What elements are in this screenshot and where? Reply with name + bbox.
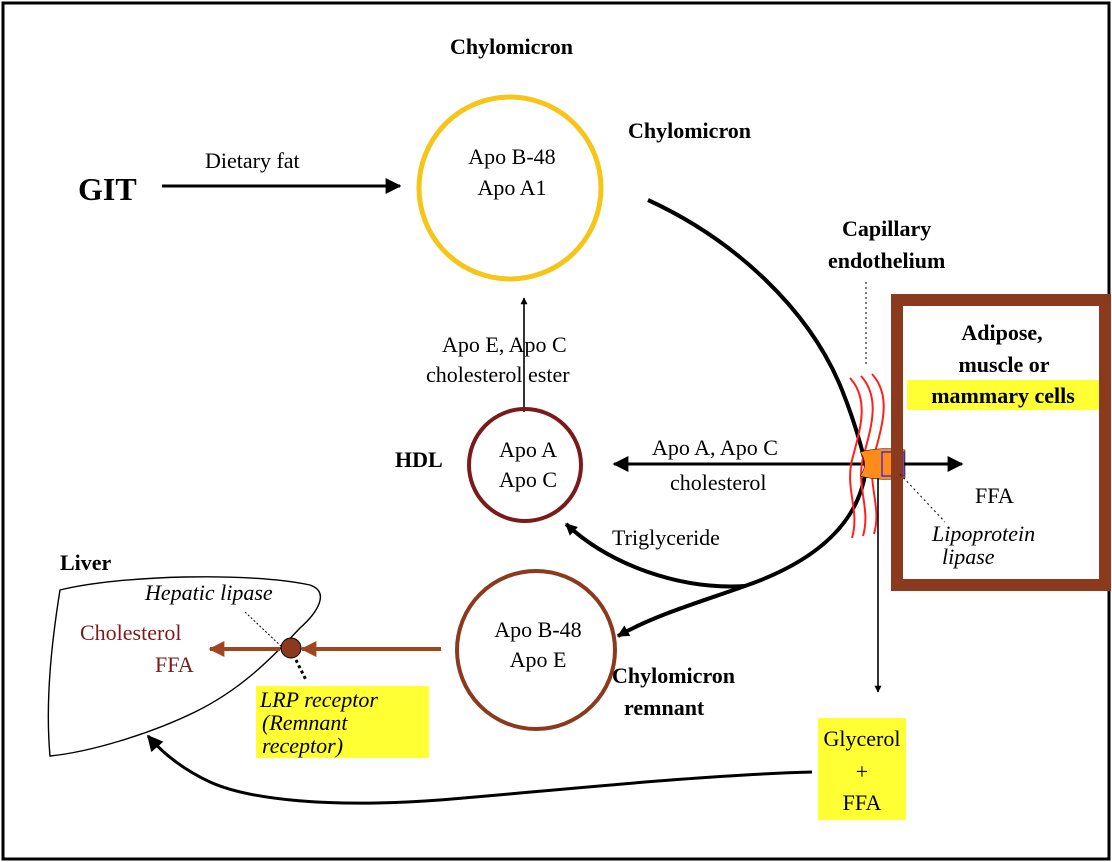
- glycerol-to-liver-arrow: [146, 734, 813, 805]
- lrp-highlight: [256, 686, 429, 758]
- lipoprotein-lipase-line1: Lipoprotein: [931, 521, 1035, 546]
- liver-label: Liver: [60, 550, 112, 575]
- triglyceride-curve: [564, 522, 746, 589]
- hdl-apo-a: Apo A: [499, 437, 557, 462]
- capillary-label-line1: Capillary: [842, 216, 931, 241]
- lrp-label-line2: (Remnant: [262, 710, 348, 735]
- hepatic-lipase-label: Hepatic lipase: [144, 580, 273, 605]
- ffa-cells-label: FFA: [975, 483, 1014, 508]
- cells-label-line2: muscle or: [958, 352, 1049, 377]
- remnant-label-line1: Chylomicron: [612, 663, 735, 688]
- glycerol-label: Glycerol: [824, 726, 901, 751]
- apo-a-apo-c-label: Apo A, Apo C: [652, 435, 778, 460]
- liver-outline: [47, 576, 321, 757]
- cells-highlight: [907, 380, 1099, 410]
- glycerol-ffa-label: FFA: [843, 790, 882, 815]
- cholesterol-ester-label: cholesterol ester: [426, 362, 570, 387]
- chylomicron-circle: [416, 94, 604, 282]
- cholesterol-label: cholesterol: [670, 470, 767, 495]
- liver-ffa-label: FFA: [155, 652, 194, 677]
- target-cells-box: [891, 294, 1111, 591]
- hdl-apo-c: Apo C: [499, 467, 557, 492]
- lipase-pointer: [899, 473, 946, 523]
- chylomicron-side-label: Chylomicron: [628, 118, 751, 143]
- lrp-label-line1: LRP receptor: [259, 687, 378, 712]
- chylomicron-apo-b48: Apo B-48: [468, 144, 555, 169]
- glycerol-plus: +: [856, 759, 868, 784]
- remnant-apo-e: Apo E: [510, 647, 567, 672]
- glycerol-highlight: [818, 718, 906, 820]
- apo-e-apo-c-label: Apo E, Apo C: [442, 332, 567, 357]
- hepatic-lipase-pointer: [244, 611, 286, 651]
- remnant-circle: [455, 569, 617, 731]
- lrp-receptor-dot: [280, 637, 302, 659]
- cells-label-line3: mammary cells: [931, 383, 1075, 408]
- cells-label-line1: Adipose,: [961, 320, 1042, 345]
- git-label: GIT: [78, 171, 137, 207]
- dietary-fat-label: Dietary fat: [205, 148, 300, 173]
- hdl-circle: [467, 407, 583, 523]
- remnant-label-line2: remnant: [624, 695, 705, 720]
- remnant-apo-b48: Apo B-48: [494, 617, 581, 642]
- lipoprotein-lipase-line2: lipase: [942, 544, 995, 569]
- chylomicron-title: Chylomicron: [450, 34, 573, 59]
- capillary-label-line2: endothelium: [828, 248, 945, 273]
- lrp-label-line3: receptor): [262, 733, 343, 758]
- hdl-label: HDL: [395, 447, 443, 472]
- lrp-receptor-stem: [294, 659, 308, 681]
- liver-cholesterol-label: Cholesterol: [80, 620, 181, 645]
- chylomicron-apo-a1: Apo A1: [477, 175, 546, 200]
- triglyceride-label: Triglyceride: [612, 525, 720, 550]
